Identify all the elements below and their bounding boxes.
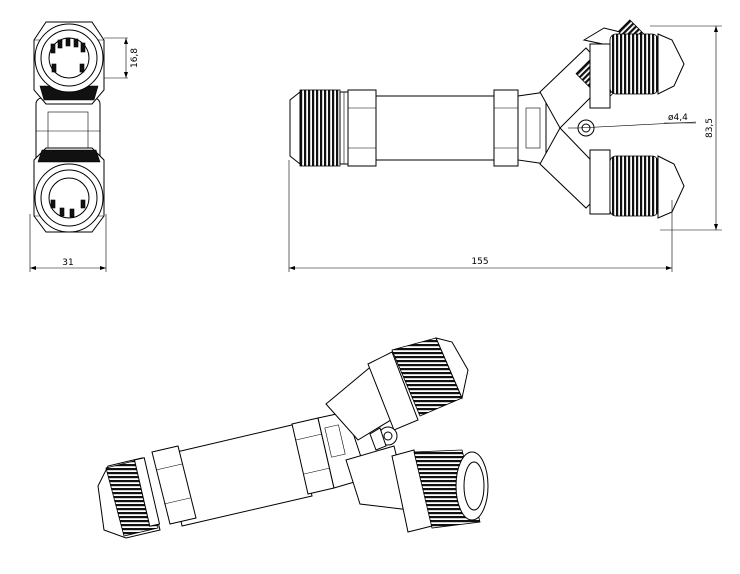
top-ring-ribs bbox=[50, 37, 86, 73]
bottom-ring-ribs bbox=[50, 199, 86, 218]
isometric-view bbox=[97, 337, 489, 539]
dim-front-height: 83,5 bbox=[705, 118, 715, 138]
dim-front-length: 155 bbox=[471, 257, 488, 267]
front-view: ø4,4 83,5 155 bbox=[288, 19, 722, 272]
dim-side-height: 16,8 bbox=[130, 48, 140, 68]
dim-hole-diameter: ø4,4 bbox=[668, 113, 688, 123]
dim-side-width: 31 bbox=[62, 258, 73, 268]
side-view: 16,8 31 bbox=[29, 21, 140, 272]
